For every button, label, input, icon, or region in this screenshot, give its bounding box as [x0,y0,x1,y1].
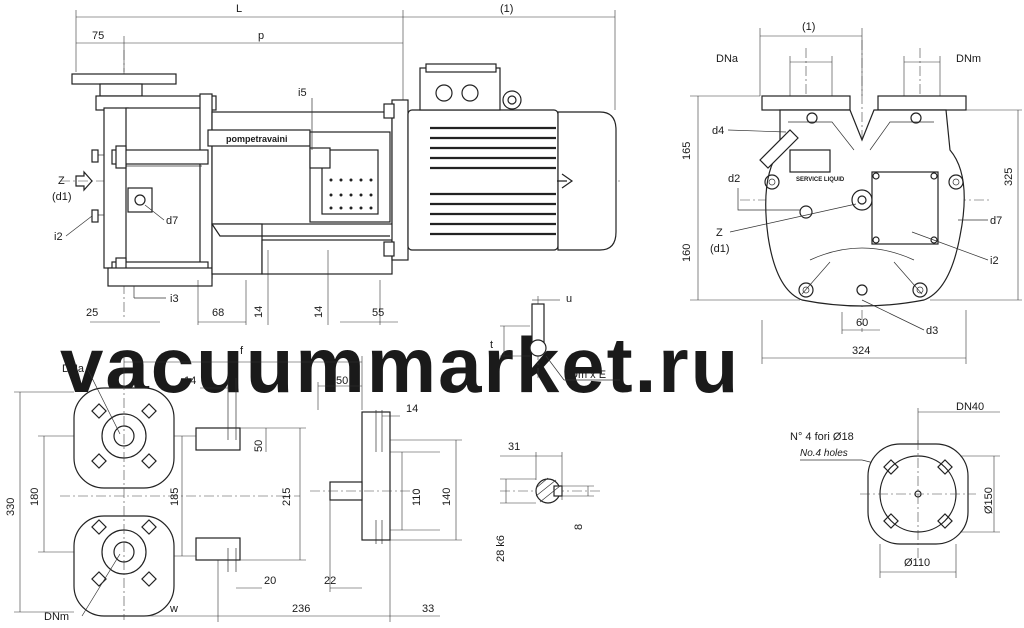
label-i5: i5 [298,87,307,99]
label-d7: d7 [166,215,178,227]
end-dim-1: (1) [802,21,815,33]
dim-14-shaft: 14 [406,403,418,415]
end-view: (1) DNa DNm [681,21,1022,364]
end-label-d7: d7 [990,215,1002,227]
flange-detail: DN40 N° 4 fori Ø18 No.4 holes Ø150 Ø110 [790,401,1000,578]
bottom-label-dnm: DNm [44,611,69,623]
shaft-detail: 31 28 k6 8 [495,441,600,562]
brand-plate: pompetravaini [226,134,288,144]
end-label-z: Z [716,227,723,239]
watermark: vacuummarket.ru [60,321,740,409]
dim-75: 75 [92,30,104,42]
dim-324: 324 [852,345,870,357]
dim-165: 165 [681,142,693,160]
dim-68: 68 [212,307,224,319]
label-d1: (d1) [52,191,72,203]
dim-L: L [236,3,242,15]
dim-140: 140 [441,488,453,506]
bottom-view: f 50 14 50 [5,345,462,623]
end-label-d2: d2 [728,173,740,185]
label-i2: i2 [54,231,63,243]
dim-33: 33 [422,603,434,615]
dim-f: f [240,345,244,357]
dim-50-side: 50 [253,440,265,452]
dim-215: 215 [281,488,293,506]
dim-50-top: 50 [336,375,348,387]
label-holes: N° 4 fori Ø18 [790,431,854,443]
side-view: L (1) 75 p pompetravaini [52,3,620,325]
key-detail: u t Dm x E [490,293,620,381]
label-u: u [566,293,572,305]
terminal-dots [329,178,373,210]
dim-25: 25 [86,307,98,319]
dim-185: 185 [169,488,181,506]
dim-236: 236 [292,603,310,615]
motor-fins [430,126,556,236]
dim-31: 31 [508,441,520,453]
dim-60: 60 [856,317,868,329]
dim-motor-length: (1) [500,3,513,15]
label-holes-en: No.4 holes [800,448,848,459]
dim-325: 325 [1003,168,1015,186]
label-t: t [490,339,493,351]
dim-20: 20 [264,575,276,587]
label-z: Z [58,175,65,187]
end-label-dnm: DNm [956,53,981,65]
end-view-bolts [764,112,964,298]
dim-180: 180 [29,488,41,506]
end-label-d4: d4 [712,125,724,137]
end-label-dna: DNa [716,53,739,65]
dim-110: 110 [411,488,423,506]
dim-w: w [169,603,178,615]
label-dm: Dm x E [570,369,606,381]
dim-55: 55 [372,307,384,319]
end-label-d3: d3 [926,325,938,337]
dim-8: 8 [573,524,585,530]
dim-160: 160 [681,244,693,262]
dim-14-right: 14 [313,306,325,318]
dim-dia-110: Ø110 [904,557,930,569]
label-dn40: DN40 [956,401,984,413]
flange-detail-holes [883,459,953,529]
flange-bolt-holes [91,403,157,587]
dim-p: p [258,30,264,42]
dim-dia-150: Ø150 [983,487,995,514]
dim-28k6: 28 k6 [495,535,507,562]
dim-14-left: 14 [253,306,265,318]
label-i3: i3 [170,293,179,305]
end-label-i2: i2 [990,255,999,267]
service-liquid-text: SERVICE LIQUID [796,177,845,183]
end-label-d1: (d1) [710,243,730,255]
dim-330: 330 [5,498,17,516]
bottom-label-dna: DNa [62,363,85,375]
dim-14-foot: 14 [184,375,196,387]
